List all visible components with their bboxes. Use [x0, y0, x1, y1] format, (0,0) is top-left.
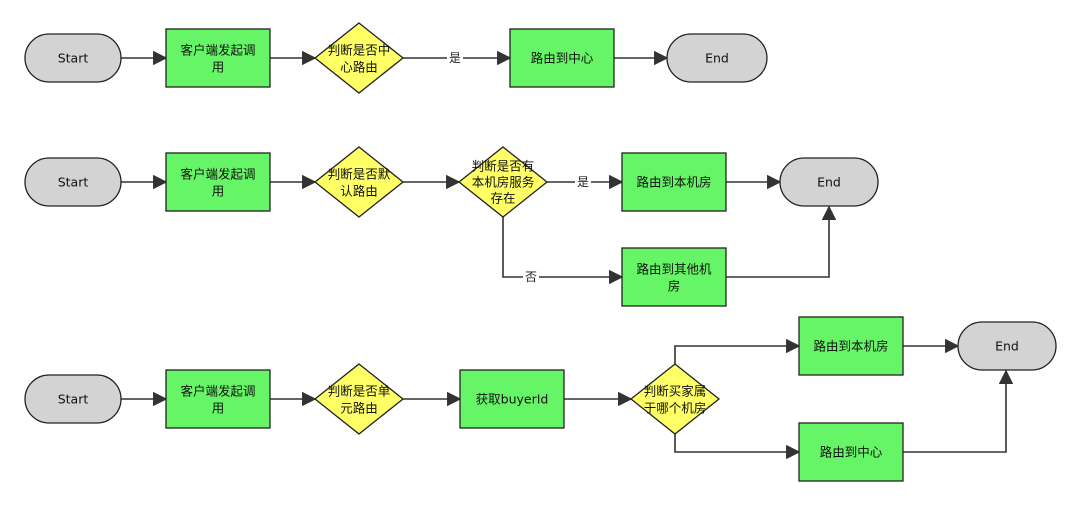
route-to-local-label: 路由到本机房 [636, 175, 711, 190]
edge-label-yes-text: 是 [449, 51, 461, 65]
edge-service-check-to-other [502, 217, 624, 285]
flow-default-routing: Start 客户端发起调 用 判断是否默 认路由 判断是否有 本机房服务 存在 … [24, 146, 879, 307]
get-buyer-id-label: 获取buyerId [476, 392, 549, 407]
has-local-service-label-line1: 判断是否有 [472, 159, 535, 174]
edge-label-yes-text: 是 [577, 175, 589, 189]
is-default-routing-label-line1: 判断是否默 [328, 167, 391, 182]
has-local-service-decision: 判断是否有 本机房服务 存在 [457, 146, 549, 218]
end-terminal: End [666, 33, 768, 83]
is-unit-routing-decision: 判断是否单 元路由 [313, 363, 405, 435]
buyer-room-label-line2: 于哪个机房 [644, 401, 707, 416]
is-center-routing-label-line2: 心路由 [340, 60, 378, 75]
client-call-label-line2: 用 [212, 60, 225, 75]
route-to-center-process: 路由到中心 [509, 28, 615, 88]
end-label: End [995, 339, 1019, 354]
route-to-other-label-line1: 路由到其他机 [636, 262, 712, 277]
start-label: Start [58, 51, 89, 66]
start-terminal: Start [24, 157, 122, 207]
flow-unit-routing: Start 客户端发起调 用 判断是否单 元路由 获取buyerId 判断买家属… [24, 316, 1057, 482]
client-call-process: 客户端发起调 用 [165, 152, 271, 212]
edge-label-yes: 是 [447, 50, 463, 66]
edge-room-decision-to-local [674, 338, 801, 364]
client-call-label-line1: 客户端发起调 [180, 384, 255, 399]
edge-other-to-end [726, 205, 837, 278]
is-unit-routing-label-line1: 判断是否单 [328, 384, 391, 399]
edge-room-decision-to-center [674, 434, 801, 460]
route-to-center-process: 路由到中心 [798, 422, 904, 482]
is-default-routing-label-line2: 认路由 [340, 184, 378, 199]
has-local-service-label-line3: 存在 [490, 191, 515, 206]
start-terminal: Start [24, 374, 122, 424]
client-call-label-line1: 客户端发起调 [180, 167, 255, 182]
route-to-center-label: 路由到中心 [820, 445, 883, 460]
route-to-local-process: 路由到本机房 [621, 152, 727, 212]
route-to-local-process: 路由到本机房 [798, 316, 904, 376]
client-call-process: 客户端发起调 用 [165, 369, 271, 429]
client-call-process: 客户端发起调 用 [165, 28, 271, 88]
start-label: Start [58, 392, 89, 407]
route-to-local-label: 路由到本机房 [813, 339, 888, 354]
has-local-service-label-line2: 本机房服务 [472, 175, 535, 190]
start-terminal: Start [24, 33, 122, 83]
get-buyer-id-process: 获取buyerId [459, 369, 565, 429]
flow-center-routing: Start 客户端发起调 用 判断是否中 心路由 是 路由到中心 End [24, 22, 768, 94]
edge-center-to-end [903, 369, 1014, 453]
start-label: Start [58, 175, 89, 190]
is-unit-routing-label-line2: 元路由 [340, 401, 378, 416]
is-center-routing-label-line1: 判断是否中 [328, 43, 391, 58]
route-to-other-label-line2: 房 [668, 279, 681, 294]
route-to-other-process: 路由到其他机 房 [621, 247, 727, 307]
edge-label-no: 否 [523, 269, 539, 285]
route-to-center-label: 路由到中心 [531, 51, 594, 66]
end-label: End [705, 51, 729, 66]
end-terminal: End [779, 157, 879, 207]
client-call-label-line1: 客户端发起调 [180, 43, 255, 58]
edge-label-yes: 是 [575, 174, 591, 190]
buyer-room-label-line1: 判断买家属 [644, 384, 707, 399]
end-terminal: End [957, 321, 1057, 371]
edge-label-no-text: 否 [525, 270, 537, 284]
end-label: End [817, 175, 841, 190]
buyer-room-decision: 判断买家属 于哪个机房 [629, 363, 721, 435]
client-call-label-line2: 用 [212, 184, 225, 199]
is-center-routing-decision: 判断是否中 心路由 [313, 22, 405, 94]
client-call-label-line2: 用 [212, 401, 225, 416]
is-default-routing-decision: 判断是否默 认路由 [313, 146, 405, 218]
